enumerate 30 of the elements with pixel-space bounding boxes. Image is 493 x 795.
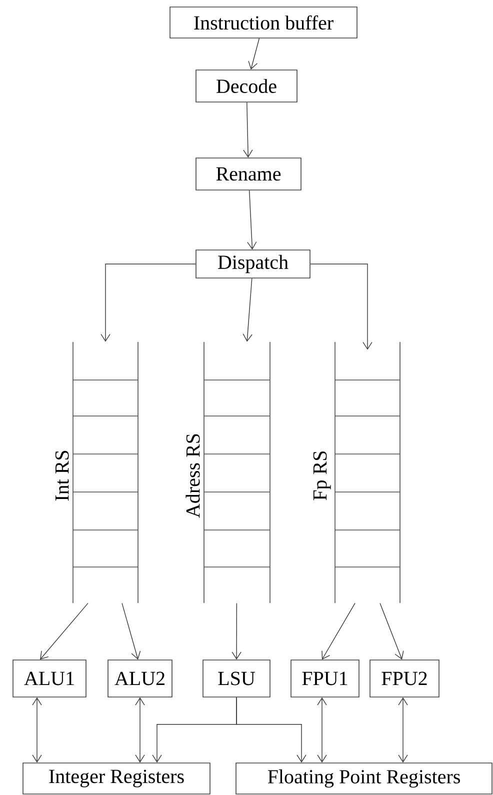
unit-box: ALU1 [12, 660, 86, 698]
unit-box: Decode [196, 70, 298, 102]
arrow [322, 602, 356, 660]
arrow [398, 697, 408, 763]
unit-box: Dispatch [196, 250, 310, 278]
arrow [100, 264, 196, 342]
arrow [380, 602, 404, 660]
arrow [232, 602, 242, 660]
queue-label: Int RS [55, 450, 69, 501]
arrow [248, 38, 260, 70]
arrow [32, 697, 42, 763]
queue-label: Fp RS [313, 451, 331, 500]
arrow [243, 102, 253, 158]
unit-box: Integer Registers [22, 762, 210, 794]
arrow [242, 278, 252, 342]
arrow [236, 697, 306, 763]
arrow [122, 602, 141, 660]
arrow [40, 602, 88, 660]
arrow [317, 697, 327, 763]
unit-box: LSU [202, 660, 270, 698]
arrow [247, 190, 257, 250]
unit-box: ALU2 [108, 660, 172, 698]
unit-box: Floating Point Registers [236, 762, 492, 794]
arrow [310, 264, 372, 350]
arrow [135, 697, 145, 763]
unit-box: Rename [196, 158, 302, 190]
unit-box: FPU2 [370, 660, 440, 698]
queue-label: Adress RS [186, 434, 200, 518]
unit-box: FPU1 [290, 660, 360, 698]
unit-box: Instruction buffer [170, 6, 358, 38]
